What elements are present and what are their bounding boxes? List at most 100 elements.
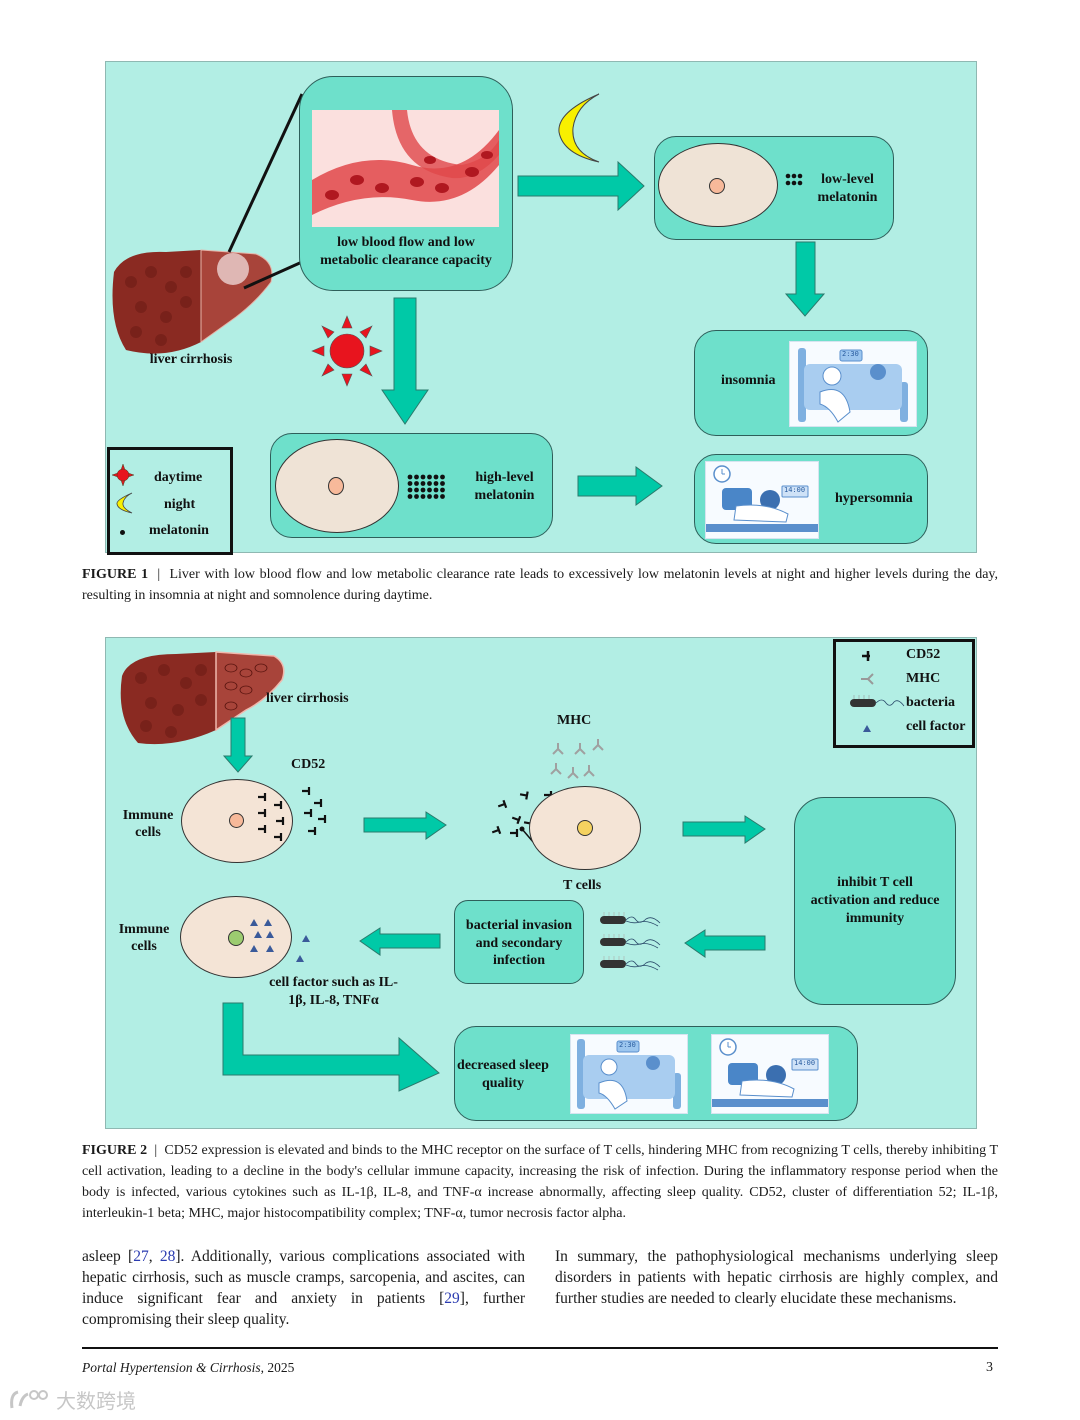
melatonin-dot (433, 494, 439, 499)
melatonin-dot (440, 494, 445, 499)
legend-mhc-icon (861, 673, 874, 685)
insomnia-label: insomnia (721, 373, 776, 388)
insomnia-box: insomnia 2:30 (694, 330, 928, 436)
melatonin-dot (407, 474, 413, 480)
legend-daytime: daytime (154, 470, 203, 485)
mhc-marker (567, 767, 579, 779)
desk-scene (712, 1038, 828, 1107)
bed-scene (798, 348, 908, 423)
arrow-elbow (222, 1002, 440, 1092)
high-melatonin-box: high-level melatonin (270, 433, 553, 538)
melatonin-dot (414, 474, 419, 480)
text-segment: ], further compromising their sleep qual… (82, 1290, 525, 1328)
melatonin-dot (407, 494, 413, 499)
body-text-left: asleep [27, 28]. Additionally, various c… (82, 1246, 525, 1330)
legend-bacteria-icon (850, 695, 905, 707)
arrow-down-3 (222, 717, 254, 773)
nucleus (229, 813, 244, 828)
hypersomnia-illustration: 14:00 (705, 461, 819, 539)
digital-clock-text: 14:00 (794, 1059, 816, 1067)
melatonin-dot (440, 487, 445, 493)
caption-label: FIGURE 2 (82, 1143, 148, 1158)
cd52-label: CD52 (291, 757, 326, 772)
text-segment: ]. Additionally, various complications a… (82, 1248, 526, 1307)
decreased-sleep-label: decreased sleep quality (457, 1058, 549, 1091)
hypersomnia-box: 14:00 hypersomnia (694, 454, 928, 544)
digital-clock-text: 14:00 (784, 486, 806, 494)
cd52-marker (274, 801, 283, 809)
melatonin-dot (414, 481, 419, 486)
insomnia-illustration: 2:30 (789, 341, 917, 427)
desk-scene (706, 465, 818, 532)
caption-text: Liver with low blood flow and low metabo… (82, 567, 998, 603)
watermark-logo-icon (10, 1389, 48, 1408)
melatonin-dot (433, 487, 439, 493)
figure-1-caption: FIGURE 1 | Liver with low blood flow and… (82, 564, 998, 606)
cd52-marker (274, 833, 283, 841)
blood-flow-label: low blood flow and low metabolic clearan… (320, 235, 492, 268)
melatonin-dot (427, 494, 432, 499)
legend-bacteria: bacteria (906, 695, 955, 710)
body-text-right: In summary, the pathophysiological mecha… (555, 1248, 998, 1307)
legend-cd52: CD52 (906, 647, 941, 662)
cell-factor-triangle (296, 955, 304, 962)
arrow-left-2 (359, 927, 441, 956)
cd52-markers-top (258, 787, 327, 841)
cd52-marker (510, 829, 519, 837)
legend-cd52-icon (862, 651, 870, 661)
insomnia-illustration-2: 2:30 (570, 1034, 688, 1114)
cd52-marker (314, 799, 323, 807)
cd52-marker (258, 825, 267, 833)
figure2-legend: CD52 MHC bacteria cell factor (833, 639, 975, 748)
bacterium (600, 956, 661, 971)
figure-2: liver cirrhosis CD52 Immune cells MHC T … (105, 637, 977, 1129)
footer-journal: Portal Hypertension & Cirrhosis, 2025 (82, 1360, 294, 1376)
cd52-marker (304, 809, 313, 817)
sun-icon (311, 315, 383, 387)
citation-link[interactable]: 28 (159, 1248, 176, 1265)
footer-rule (82, 1347, 998, 1349)
liver-cirrhosis-label: liver cirrhosis (266, 691, 349, 706)
liver-cirrhosis-label: liver cirrhosis (149, 352, 233, 367)
caption-separator: | (154, 1143, 158, 1158)
receptor-head (519, 826, 525, 832)
caption-label: FIGURE 1 (82, 567, 149, 582)
melatonin-dot (440, 474, 445, 480)
figure-2-caption: FIGURE 2 | CD52 expression is elevated a… (82, 1140, 998, 1224)
citation-link[interactable]: 27 (133, 1248, 149, 1265)
caption-separator: | (157, 567, 161, 582)
decreased-sleep-box: decreased sleep quality 2:30 (454, 1026, 858, 1121)
nucleus (709, 178, 725, 194)
cd52-marker (511, 815, 522, 825)
melatonin-dots-low (785, 173, 803, 186)
cell-factor-triangle (264, 919, 272, 926)
cd52-marker (302, 787, 311, 795)
mhc-marker (552, 743, 564, 755)
arrow-left-1 (684, 929, 766, 958)
melatonin-dot (440, 481, 445, 486)
legend-sun-icon (111, 463, 135, 487)
melatonin-dot (420, 487, 426, 493)
cd52-marker (318, 815, 327, 823)
inhibit-label: inhibit T cell activation and reduce imm… (810, 875, 940, 926)
cell-factor-markers (250, 919, 310, 962)
melatonin-dot (433, 481, 439, 486)
cd52-marker (497, 799, 508, 809)
legend-night: night (164, 497, 196, 512)
bacteria-group (600, 912, 661, 971)
alarm-clock-text: 2:30 (619, 1041, 636, 1049)
melatonin-dot (427, 481, 432, 486)
arrow-down-1 (784, 241, 826, 317)
inhibit-box: inhibit T cell activation and reduce imm… (794, 797, 956, 1005)
cell-factor-triangle (254, 931, 262, 938)
nucleus (328, 477, 344, 495)
cell-factor-triangle (250, 919, 258, 926)
citation-link[interactable]: 29 (444, 1290, 460, 1307)
hypersomnia-label: hypersomnia (835, 491, 913, 506)
mhc-marker (574, 743, 586, 755)
mhc-label: MHC (557, 713, 592, 728)
cell-factor-label: cell factor such as IL-1β, IL-8, TNFα (269, 975, 398, 1008)
melatonin-dot (427, 487, 432, 493)
text-segment: , (148, 1248, 160, 1265)
watermark: 大数跨境 (8, 1385, 136, 1414)
